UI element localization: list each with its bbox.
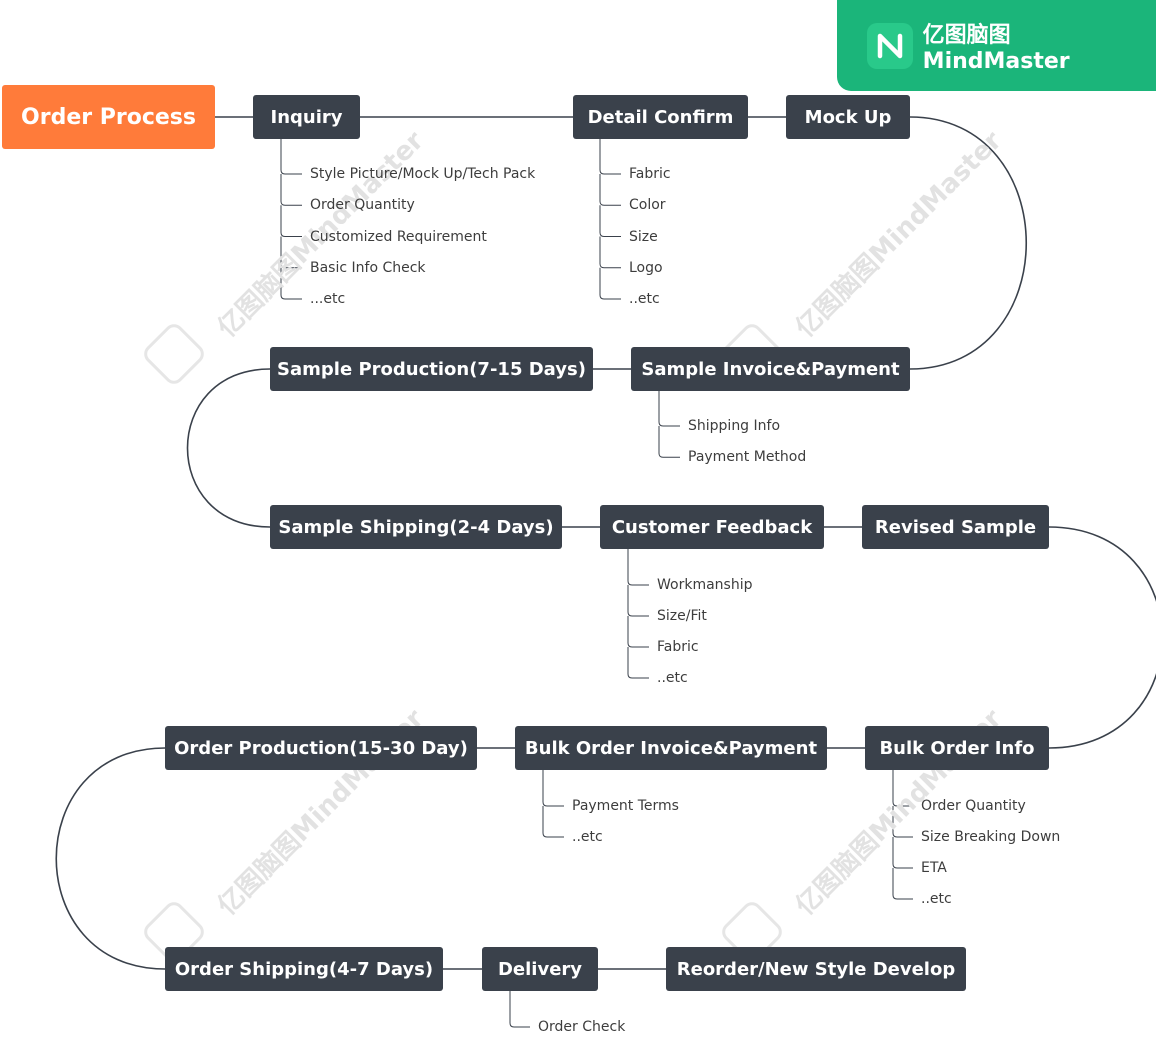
sub-topic-connector	[627, 585, 649, 617]
node-reorder-new-style[interactable]: Reorder/New Style Develop	[666, 947, 966, 991]
sub-topic-connector	[892, 868, 913, 900]
sub-topic-bulk-order-invoice-1[interactable]: ..etc	[572, 829, 603, 845]
sub-topic-detail-confirm-4[interactable]: ..etc	[629, 291, 660, 307]
sub-topic-connector	[542, 770, 564, 807]
sub-topic-bulk-order-info-0[interactable]: Order Quantity	[921, 798, 1026, 814]
sub-topic-connector	[892, 806, 913, 838]
sub-topic-connector	[280, 236, 302, 269]
node-detail-confirm[interactable]: Detail Confirm	[573, 95, 748, 139]
sub-topic-connector	[280, 205, 302, 237]
node-mock-up[interactable]: Mock Up	[786, 95, 910, 139]
node-order-shipping[interactable]: Order Shipping(4-7 Days)	[165, 947, 443, 991]
sub-topic-customer-feedback-0[interactable]: Workmanship	[657, 577, 753, 593]
sub-topic-connector	[280, 174, 302, 206]
sub-topic-inquiry-0[interactable]: Style Picture/Mock Up/Tech Pack	[310, 166, 536, 182]
sub-topic-customer-feedback-1[interactable]: Size/Fit	[657, 608, 707, 624]
sub-topic-connector	[892, 837, 913, 869]
sub-topic-delivery-0[interactable]: Order Check	[538, 1019, 626, 1035]
sub-topic-connector	[627, 549, 649, 586]
sub-topic-sample-invoice-0[interactable]: Shipping Info	[688, 418, 781, 434]
sub-topic-detail-confirm-0[interactable]: Fabric	[629, 166, 671, 182]
node-bulk-order-invoice-payment[interactable]: Bulk Order Invoice&Payment	[515, 726, 827, 770]
sub-topic-connector	[599, 139, 621, 175]
node-bulk-order-info[interactable]: Bulk Order Info	[865, 726, 1049, 770]
sub-topic-detail-confirm-3[interactable]: Logo	[629, 259, 663, 276]
node-sample-invoice-payment[interactable]: Sample Invoice&Payment	[631, 347, 910, 391]
sub-topic-connector	[599, 267, 621, 300]
sub-topic-inquiry-1[interactable]: Order Quantity	[310, 197, 415, 214]
sub-topic-connector	[627, 647, 649, 679]
sub-topic-connector	[892, 770, 913, 807]
node-inquiry[interactable]: Inquiry	[253, 95, 360, 139]
node-order-production[interactable]: Order Production(15-30 Day)	[165, 726, 477, 770]
sub-topic-customer-feedback-2[interactable]: Fabric	[657, 639, 699, 655]
sub-topic-connector	[599, 205, 621, 237]
sub-topic-bulk-order-info-2[interactable]: ETA	[921, 860, 947, 876]
node-delivery[interactable]: Delivery	[482, 947, 598, 991]
sub-topic-connector	[658, 426, 680, 458]
sub-topic-sample-invoice-1[interactable]: Payment Method	[688, 449, 807, 466]
sub-topic-connector	[542, 806, 564, 838]
node-revised-sample[interactable]: Revised Sample	[862, 505, 1049, 549]
brand-banner: 亿图脑图MindMaster	[837, 0, 1156, 91]
sub-topic-connector	[280, 267, 302, 300]
sub-topic-connector	[627, 616, 649, 648]
brand-name: 亿图脑图MindMaster	[922, 23, 1070, 74]
sub-topic-connector	[599, 174, 621, 206]
sub-topic-customer-feedback-3[interactable]: ..etc	[657, 670, 688, 686]
sub-topic-bulk-order-invoice-0[interactable]: Payment Terms	[572, 798, 679, 814]
node-sample-production[interactable]: Sample Production(7-15 Days)	[270, 347, 593, 391]
sub-topic-detail-confirm-1[interactable]: Color	[629, 197, 666, 214]
sub-topic-bulk-order-info-1[interactable]: Size Breaking Down	[921, 829, 1061, 845]
sub-topic-connector	[509, 991, 530, 1028]
sub-topic-connector	[658, 391, 680, 427]
sub-topic-connector	[599, 236, 621, 269]
sub-topic-inquiry-4[interactable]: ...etc	[310, 291, 346, 307]
root-node-order-process[interactable]: Order Process	[2, 85, 215, 149]
sub-topic-connector	[280, 139, 302, 175]
sub-topic-inquiry-2[interactable]: Customized Requirement	[310, 228, 487, 245]
sub-topic-inquiry-3[interactable]: Basic Info Check	[310, 259, 426, 276]
mindmaster-logo-icon	[867, 22, 913, 69]
sub-topic-bulk-order-info-3[interactable]: ..etc	[921, 891, 952, 907]
node-customer-feedback[interactable]: Customer Feedback	[600, 505, 824, 549]
sub-topic-detail-confirm-2[interactable]: Size	[629, 228, 658, 245]
node-sample-shipping[interactable]: Sample Shipping(2-4 Days)	[270, 505, 562, 549]
